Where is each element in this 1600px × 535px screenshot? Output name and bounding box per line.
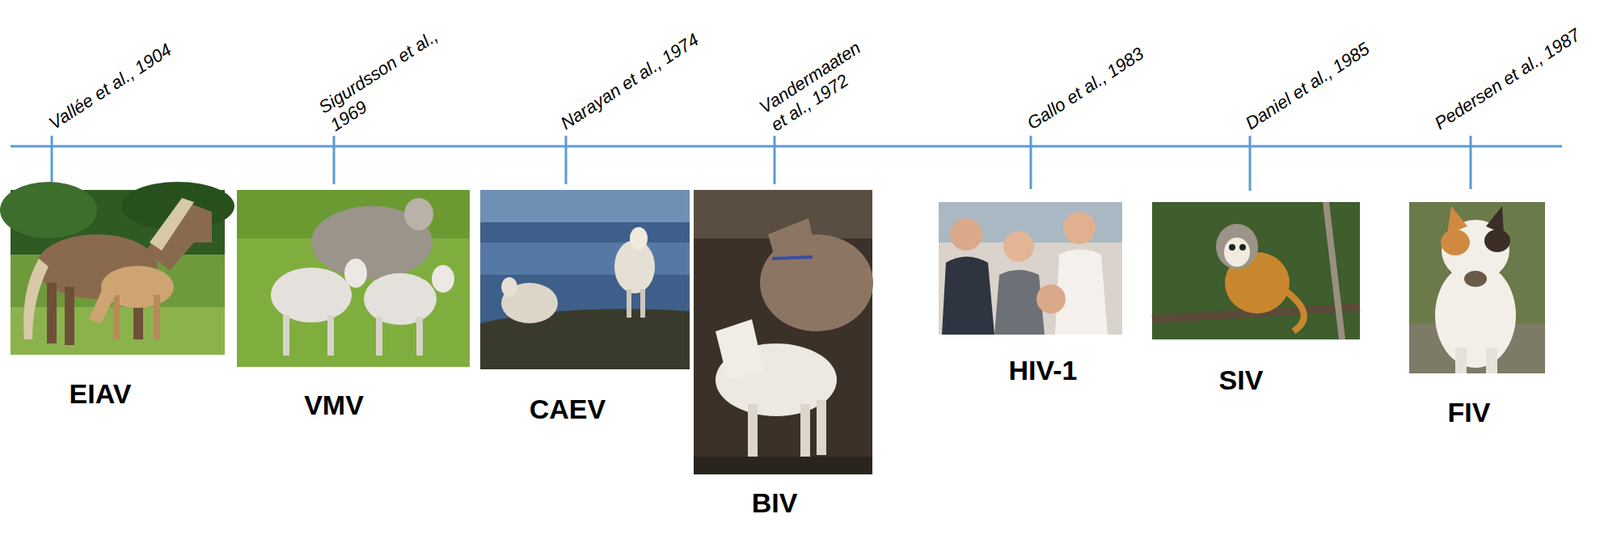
coast-sheep-photo [480,189,690,370]
virus-name: EIAV [69,377,132,410]
monkey-photo [1152,202,1360,340]
citation-label: Pedersen et al., 1987 [1431,2,1600,135]
virus-name: VMV [303,388,364,422]
virus-name: BIV [751,486,798,520]
timeline-axis [10,135,1563,191]
citation-label: Sigurdsson et al., 1969 [315,12,474,136]
cattle-photo [693,189,874,475]
virus-name: HIV-1 [1008,354,1077,387]
citation-label: Gallo et al., 1983 [1023,2,1212,135]
sheep-photo [236,189,470,368]
virus-name: SIV [1219,363,1264,397]
people-photo [938,202,1123,335]
citation-label: Daniel et al., 1985 [1241,2,1430,135]
cat-photo [1409,202,1546,374]
citation-label: Vallée et al., 1904 [45,2,233,135]
citation-label: Narayan et al., 1974 [557,2,745,135]
horse-photo [0,181,235,355]
virus-name: FIV [1448,396,1491,429]
virus-name: CAEV [529,392,606,426]
citation-label: Vandermaaten et al., 1972 [755,33,883,136]
